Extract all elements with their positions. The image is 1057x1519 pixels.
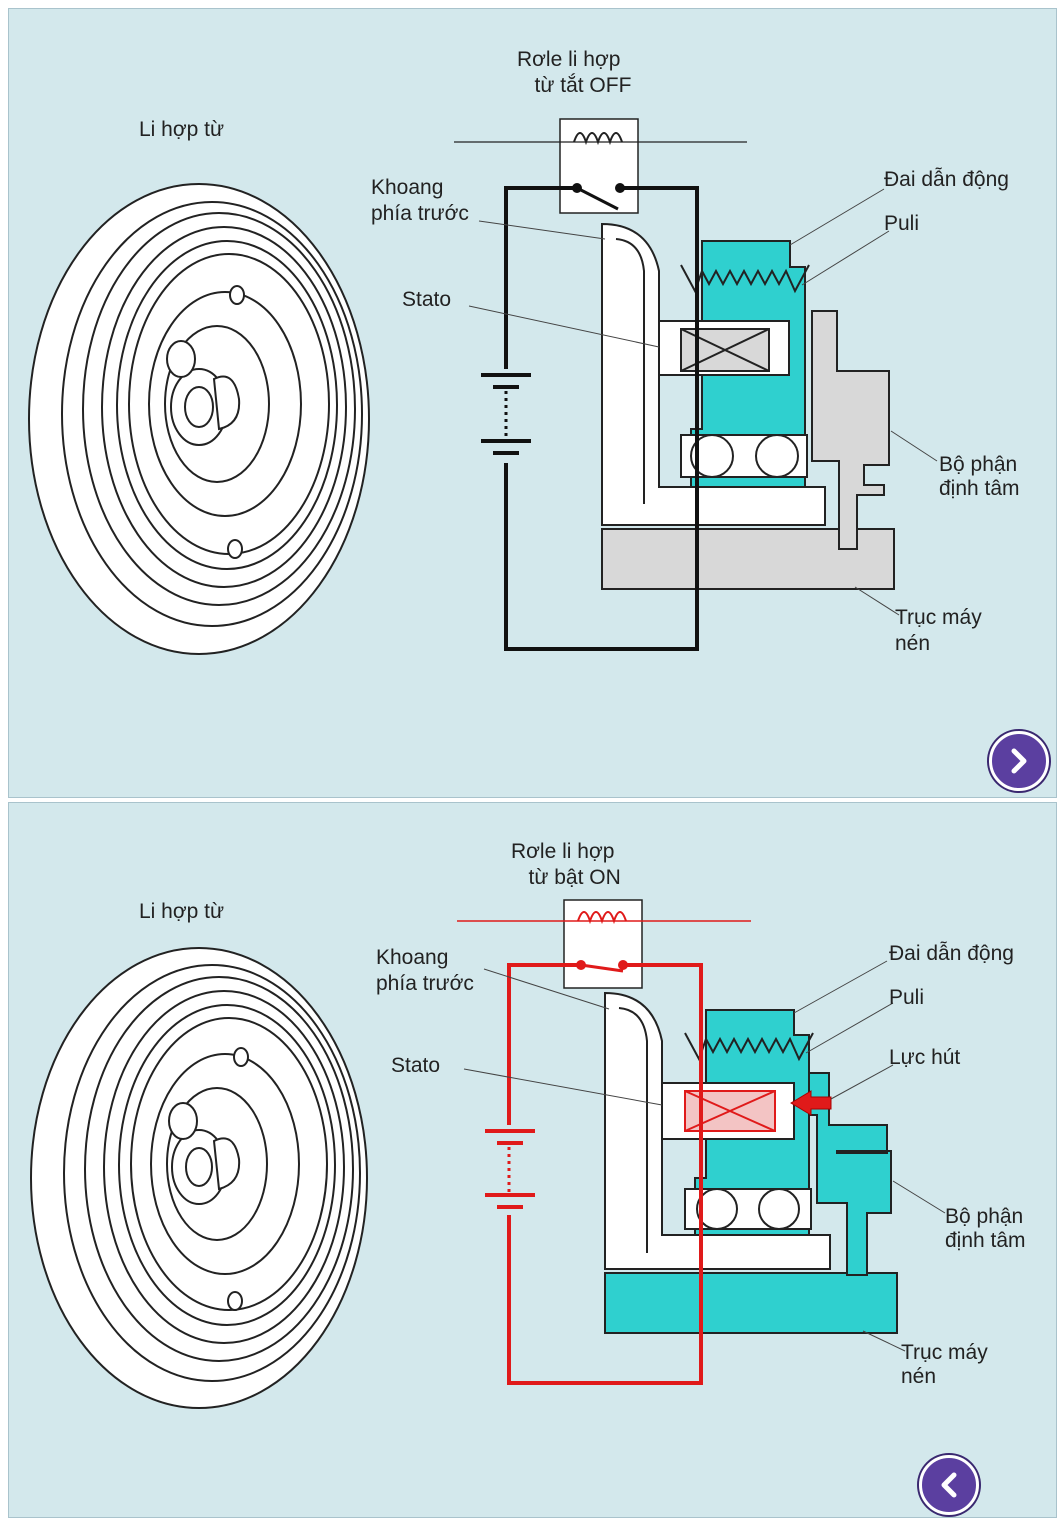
relay-box [563, 899, 643, 989]
relay-coil [573, 132, 623, 146]
diagram-panel-on: Rơle li hợp từ bật ON Li hợp từ Khoang p… [8, 802, 1057, 1518]
battery [485, 1125, 535, 1215]
relay-coil [577, 911, 627, 925]
shaft-label: Trục máy nén [901, 1341, 988, 1388]
chevron-left-icon [941, 1472, 957, 1498]
hub-label: Bộ phận định tâm [945, 1205, 1026, 1252]
hub-part [798, 1072, 892, 1276]
front-housing [604, 991, 831, 1270]
pulley-label: Puli [884, 212, 920, 235]
prev-button[interactable] [919, 1455, 979, 1515]
next-button[interactable] [989, 731, 1049, 791]
relay-switch-open [576, 186, 619, 211]
attraction-force-arrow [790, 1090, 832, 1116]
clutch-cross-section-on [457, 899, 946, 1385]
compressor-shaft [604, 1272, 898, 1334]
front-housing-label: Khoang phía trước [371, 176, 469, 225]
force-label: Lực hút [889, 1046, 961, 1069]
battery [481, 369, 531, 463]
belt-label: Đai dẫn động [889, 942, 1014, 965]
chevron-right-icon [1011, 748, 1027, 774]
shaft-label: Trục máy nén [895, 606, 982, 655]
front-housing-label: Khoang phía trước [376, 946, 474, 995]
relay-switch-closed [580, 963, 624, 973]
clutch-pulley-drawing [28, 183, 370, 655]
stator-label: Stato [391, 1054, 441, 1077]
hub-label: Bộ phận định tâm [939, 453, 1020, 500]
front-housing [601, 222, 826, 526]
belt-label: Đai dẫn động [884, 168, 1009, 191]
clutch-cross-section-off [454, 118, 938, 651]
clutch-label: Li hợp từ [139, 900, 225, 923]
circuit-wire-off [504, 186, 699, 651]
clutch-label: Li hợp từ [139, 118, 225, 141]
drive-belt [680, 264, 810, 294]
relay-off-label: Rơle li hợp từ tắt OFF [517, 48, 632, 97]
clutch-pulley-drawing [30, 947, 368, 1409]
diagram-panel-off: Rơle li hợp từ tắt OFF Li hợp từ Khoang … [8, 8, 1057, 798]
relay-on-label: Rơle li hợp từ bật ON [511, 840, 621, 889]
relay-box [559, 118, 639, 214]
circuit-wire-on [507, 963, 703, 1385]
pulley-label: Puli [889, 986, 925, 1009]
hub-part [811, 310, 890, 550]
stator-label: Stato [402, 288, 452, 311]
drive-belt [684, 1032, 814, 1062]
